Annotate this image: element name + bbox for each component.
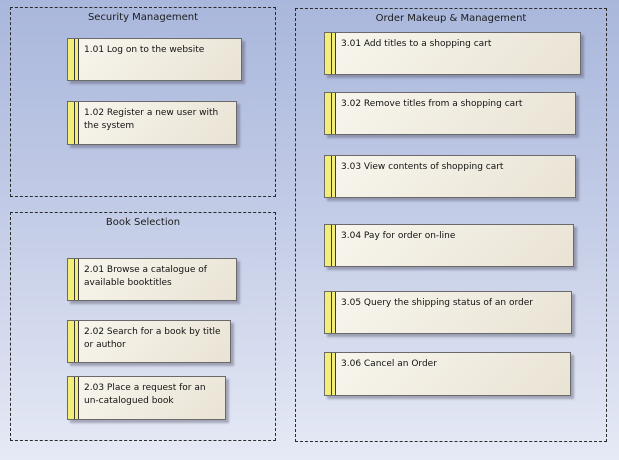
requirement-label: 1.02 Register a new user with the system (84, 108, 219, 131)
requirement-1-01[interactable]: 1.01 Log on to the website (67, 38, 242, 81)
requirement-label: 2.03 Place a request for an un-catalogue… (84, 383, 206, 406)
requirement-3-06[interactable]: 3.06 Cancel an Order (324, 352, 571, 396)
requirement-2-01[interactable]: 2.01 Browse a catalogue of available boo… (67, 258, 237, 301)
requirement-label: 1.01 Log on to the website (84, 45, 205, 55)
requirement-label: 3.02 Remove titles from a shopping cart (341, 99, 523, 109)
requirement-label: 3.06 Cancel an Order (341, 359, 437, 369)
package-order-management[interactable]: Order Makeup & Management (295, 8, 607, 442)
package-title: Security Management (87, 12, 199, 23)
requirement-icon (325, 225, 336, 266)
requirement-label: 3.01 Add titles to a shopping cart (341, 39, 492, 49)
requirement-icon (325, 93, 336, 134)
requirement-3-04[interactable]: 3.04 Pay for order on-line (324, 224, 574, 267)
requirement-3-05[interactable]: 3.05 Query the shipping status of an ord… (324, 291, 572, 334)
requirement-label: 3.04 Pay for order on-line (341, 231, 456, 241)
package-title: Book Selection (105, 217, 181, 228)
package-book-selection[interactable]: Book Selection (10, 212, 276, 441)
requirement-2-02[interactable]: 2.02 Search for a book by title or autho… (67, 320, 231, 363)
requirement-icon (68, 102, 79, 144)
requirement-icon (68, 321, 79, 362)
requirement-1-02[interactable]: 1.02 Register a new user with the system (67, 101, 237, 145)
requirement-3-02[interactable]: 3.02 Remove titles from a shopping cart (324, 92, 576, 135)
requirement-icon (68, 259, 79, 300)
requirement-label: 2.01 Browse a catalogue of available boo… (84, 265, 207, 288)
requirement-label: 2.02 Search for a book by title or autho… (84, 327, 221, 350)
requirement-icon (325, 33, 336, 74)
requirement-icon (68, 377, 79, 419)
requirement-icon (68, 39, 79, 80)
requirement-label: 3.05 Query the shipping status of an ord… (341, 298, 533, 308)
requirement-3-01[interactable]: 3.01 Add titles to a shopping cart (324, 32, 581, 75)
requirement-3-03[interactable]: 3.03 View contents of shopping cart (324, 155, 576, 198)
requirement-2-03[interactable]: 2.03 Place a request for an un-catalogue… (67, 376, 226, 420)
requirement-icon (325, 156, 336, 197)
requirement-label: 3.03 View contents of shopping cart (341, 162, 504, 172)
requirement-icon (325, 292, 336, 333)
package-title: Order Makeup & Management (375, 13, 527, 24)
requirement-icon (325, 353, 336, 395)
package-security-management[interactable]: Security Management (10, 7, 276, 197)
